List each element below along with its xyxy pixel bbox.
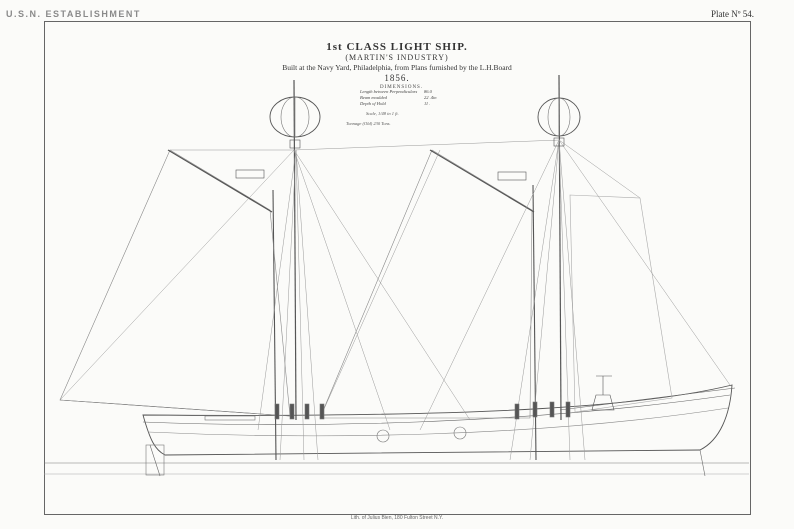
title-built: Built at the Navy Yard, Philadelphia, fr… — [282, 63, 512, 72]
main-mast-top — [558, 74, 562, 421]
dimensions-heading: DIMENSIONS. — [380, 85, 424, 90]
dim-value: 11 . — [424, 101, 431, 106]
dim-label: Depth of Hold — [360, 101, 386, 106]
dim-value: 86.0 — [424, 89, 432, 94]
title-ship-name: (MARTIN'S INDUSTRY) — [345, 53, 449, 62]
windlass — [591, 375, 615, 411]
aft-sail — [569, 194, 673, 413]
scale-note: Scale, 1/48 in 1 ft. — [366, 111, 399, 116]
title-year: 1856. — [384, 73, 410, 83]
keel-block — [145, 444, 165, 476]
sheer-line — [142, 394, 731, 425]
lithographer-credit: Lith. of Julius Bien, 180 Fulton Street … — [350, 515, 444, 521]
drawing-frame — [44, 21, 751, 515]
fore-sail — [59, 149, 291, 417]
fore-gaff — [167, 149, 273, 213]
main-gaff — [429, 149, 535, 213]
dim-label: Length between Perpendiculars — [360, 89, 418, 94]
dim-value: 22 .4in — [424, 95, 437, 100]
keel — [149, 444, 706, 477]
main-sail — [319, 149, 533, 419]
header-establishment: U.S.N. ESTABLISHMENT — [6, 9, 141, 19]
tonnage-note: Tonnage (Old) 230 Tons. — [346, 121, 391, 126]
dim-label: Beam moulded — [360, 95, 387, 100]
main-boom — [559, 387, 736, 411]
hull — [142, 384, 733, 456]
plate-number: Plate Nº 54. — [710, 9, 754, 19]
rail-line — [147, 407, 729, 437]
title-main: 1st CLASS LIGHT SHIP. — [326, 41, 468, 53]
